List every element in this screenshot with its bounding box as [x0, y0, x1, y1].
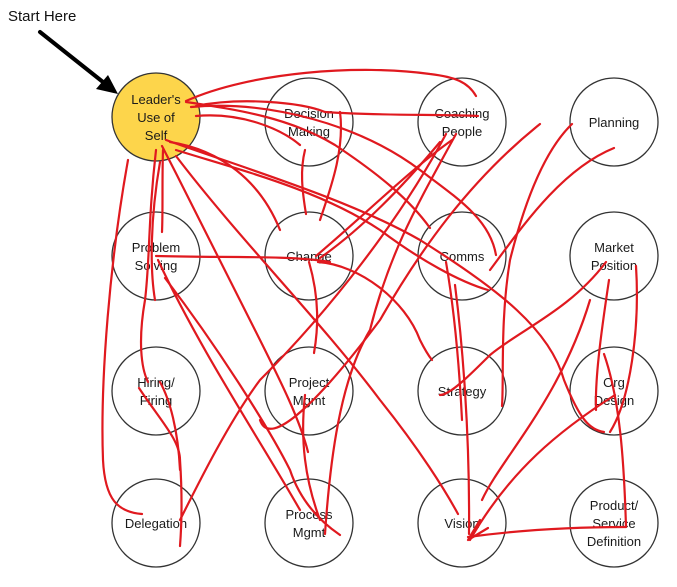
connection-line [302, 393, 322, 522]
connection-line [194, 100, 480, 118]
connection-line [184, 68, 478, 103]
connection-line [438, 260, 608, 397]
node-label: Project [289, 375, 330, 390]
node-label: Solving [135, 258, 178, 273]
connection-line [480, 298, 592, 502]
node-label: Definition [587, 534, 641, 549]
connection-line [184, 100, 432, 230]
node-circle [111, 478, 201, 568]
node-circle [569, 77, 659, 167]
connection-line [500, 122, 574, 408]
node-circle [264, 77, 354, 167]
connection-line [101, 158, 144, 516]
connection-line [150, 160, 162, 302]
node-delegation: Delegation [111, 478, 201, 568]
node-label: Vision [444, 516, 479, 531]
node-circle [569, 478, 659, 568]
node-label: Firing [140, 393, 173, 408]
node-label: Leader's [131, 92, 181, 107]
connection-line [300, 148, 308, 216]
node-planning: Planning [569, 77, 659, 167]
connection-line [488, 146, 616, 272]
node-circle [417, 478, 507, 568]
connection-line [316, 260, 434, 362]
node-circle [569, 211, 659, 301]
node-label: Mgmt [293, 393, 326, 408]
node-label: Service [592, 516, 635, 531]
connection-line [323, 132, 458, 536]
node-label: Use of [137, 110, 175, 125]
connection-line [178, 132, 448, 522]
connection-line [164, 138, 606, 434]
connection-line [168, 140, 282, 232]
connection-line [139, 148, 158, 384]
node-circle [569, 346, 659, 436]
connection-line [158, 380, 182, 472]
connection-line [468, 393, 617, 542]
connection-line [466, 525, 628, 539]
connection-line [608, 264, 638, 434]
node-label: Coaching [435, 106, 490, 121]
node-circle [111, 72, 201, 162]
node-circle [111, 346, 201, 436]
node-label: Market [594, 240, 634, 255]
connection-line [174, 154, 460, 516]
connection-line [154, 254, 332, 264]
connection-line [466, 518, 490, 542]
connection-line [318, 140, 442, 260]
node-label: Self [145, 128, 168, 143]
node-label: Mgmt [293, 525, 326, 540]
node-label: Product/ [590, 498, 639, 513]
node-circle [417, 77, 507, 167]
start-arrow-icon [38, 30, 118, 94]
node-hiring-firing: Hiring/Firing [111, 346, 201, 436]
connection-line [444, 260, 464, 422]
connection-line [189, 104, 498, 257]
node-label: Problem [132, 240, 180, 255]
connection-line [594, 278, 611, 412]
start-here-label: Start Here [8, 8, 76, 25]
connection-line [194, 114, 302, 147]
node-comms: Comms [417, 211, 507, 301]
connection-line [156, 258, 302, 512]
node-label: People [442, 124, 482, 139]
connection-line [453, 283, 471, 536]
node-label: Hiring/ [137, 375, 175, 390]
node-label: Delegation [125, 516, 187, 531]
connection-line [258, 122, 542, 430]
node-label: Strategy [438, 384, 487, 399]
connection-line [174, 148, 490, 292]
connection-line [160, 148, 165, 234]
connection-line [318, 110, 342, 222]
connection-line [307, 260, 319, 355]
node-vision: Vision [417, 478, 507, 568]
node-circle [264, 211, 354, 301]
connection-line [163, 276, 342, 537]
node-label: Planning [589, 115, 640, 130]
connection-lines [101, 68, 638, 548]
node-label: Org [603, 375, 625, 390]
node-circle [264, 478, 354, 568]
node-circle [264, 346, 354, 436]
connection-line [602, 352, 628, 529]
node-label: Position [591, 258, 637, 273]
